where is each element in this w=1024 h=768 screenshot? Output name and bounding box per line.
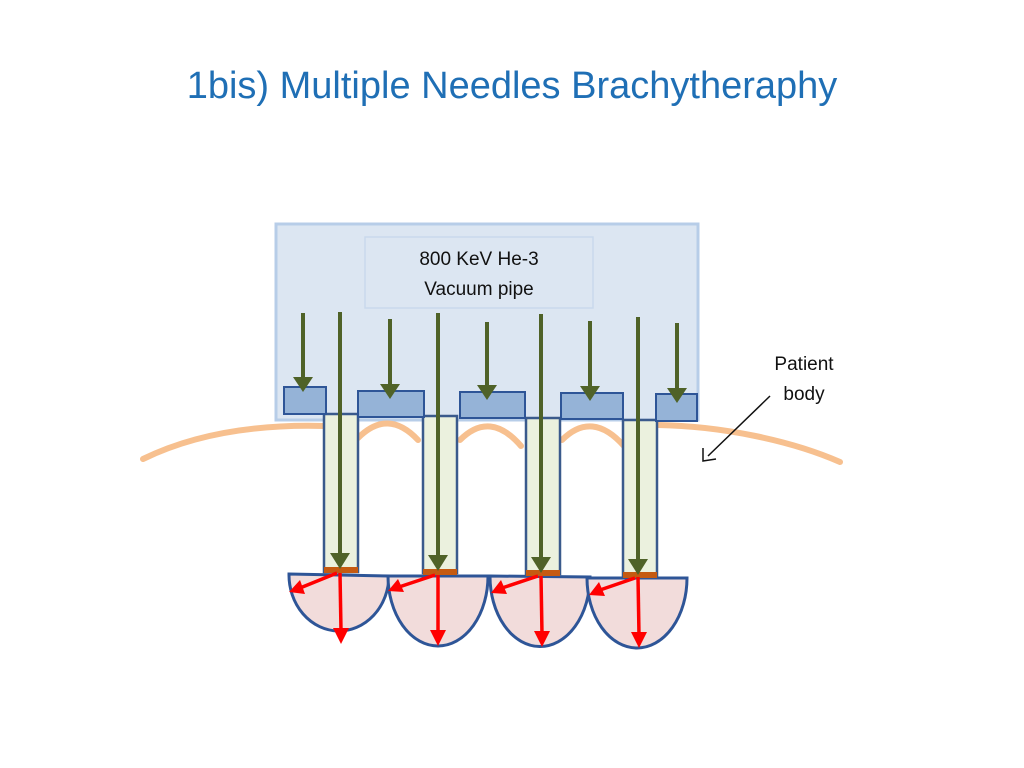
needle-beam-arrow: [330, 312, 350, 569]
needle-target: [423, 569, 457, 575]
scatter-arrow-left: [589, 576, 636, 596]
scatter-arrow-down: [534, 575, 550, 647]
blocked-beam-arrow: [477, 322, 497, 400]
vacuum-pipe-label-box: [364, 236, 594, 309]
scatter-arrow-down: [333, 572, 349, 644]
scatter-arrow-down: [430, 575, 446, 646]
scatter-arrow-down: [631, 576, 647, 648]
collimator-block: [459, 391, 526, 419]
blocked-beam-arrow: [380, 319, 400, 399]
skin-arc: [559, 423, 627, 449]
skin-arc: [355, 420, 421, 443]
scatter-arrow-left: [388, 573, 436, 592]
patient-body-pointer-arrow: [702, 395, 771, 462]
patient-body-left-surface: [140, 422, 327, 462]
needle-beam-arrow: [428, 313, 448, 571]
needle-beam-arrow: [531, 314, 551, 573]
skin-arc: [457, 423, 524, 449]
needle-target: [526, 570, 560, 576]
collimator-block: [283, 386, 327, 415]
scatter-arrow-left: [491, 574, 539, 594]
patient-body-label-line2: body: [783, 384, 825, 405]
slide-title: 1bis) Multiple Needles Brachytheraphy: [186, 65, 838, 107]
needle-beam-arrow: [628, 317, 648, 575]
blocked-beam-arrow: [667, 323, 687, 403]
vacuum-pipe-label-line1: 800 KeV He-3: [419, 249, 538, 270]
needle-target: [623, 572, 657, 578]
scatter-arrow-left: [289, 571, 338, 594]
vacuum-pipe-label-line2: Vacuum pipe: [424, 279, 534, 300]
patient-body-label-line1: Patient: [774, 354, 834, 375]
needle-target: [324, 567, 358, 573]
blocked-beam-arrow: [293, 313, 313, 392]
patient-body-right-surface: [655, 422, 843, 465]
blocked-beam-arrow: [580, 321, 600, 401]
